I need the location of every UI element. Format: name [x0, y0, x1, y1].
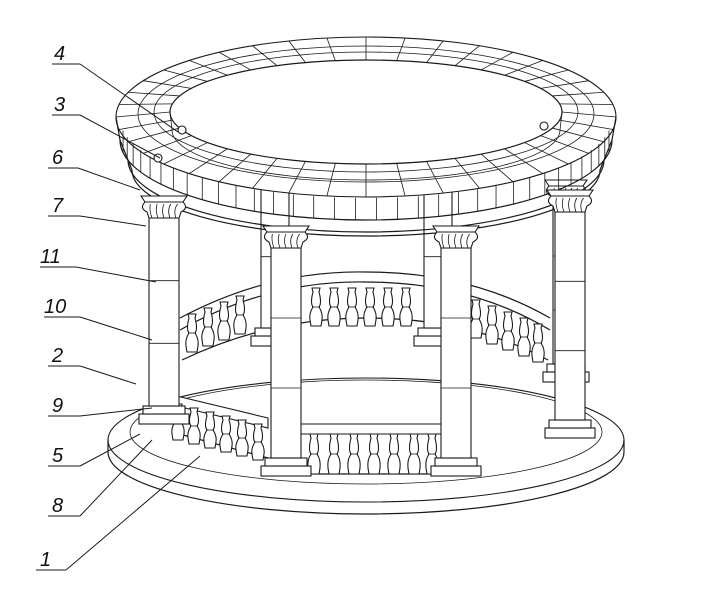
ring-joint [189, 148, 228, 174]
callout-1: 1 [40, 549, 51, 571]
baluster [407, 433, 421, 475]
ring-joint [480, 153, 514, 183]
column-front-center-left [260, 225, 312, 477]
ring-joint [128, 127, 180, 143]
ring-joint [540, 80, 589, 89]
ring-joint [288, 40, 306, 63]
ring-joint [396, 163, 406, 197]
callout-6: 6 [52, 147, 64, 169]
callout-8: 8 [52, 495, 63, 517]
bracket-boss [177, 125, 187, 135]
baluster [185, 313, 199, 353]
baluster [327, 287, 341, 327]
baluster [399, 287, 413, 327]
ring-joint [454, 45, 480, 66]
baluster [381, 287, 395, 327]
baluster [485, 305, 499, 345]
baluster [347, 433, 361, 475]
ring-joint [552, 91, 604, 97]
baluster [203, 411, 217, 449]
baluster [307, 433, 321, 475]
baluster [531, 323, 545, 363]
ring-joint [504, 60, 543, 76]
base-platform [107, 377, 625, 515]
callout-2: 2 [51, 345, 63, 367]
column-capital [431, 225, 481, 249]
ring-joint [454, 158, 480, 189]
ring-joint [218, 153, 252, 183]
ring-joint [426, 161, 444, 194]
baluster [201, 307, 215, 347]
ring-joint [115, 111, 171, 118]
baluster [345, 287, 359, 327]
ring-joint [524, 69, 569, 82]
ring-joint [504, 148, 543, 174]
baluster [501, 311, 515, 351]
ring-joint [143, 135, 192, 154]
baluster [219, 415, 233, 453]
ring-joint [189, 60, 228, 76]
ring-joint [119, 103, 173, 105]
baluster [469, 299, 483, 339]
column-capital [139, 195, 189, 219]
back-balustrade [179, 271, 551, 363]
callout-9: 9 [52, 395, 63, 417]
ring-joint [252, 45, 278, 66]
column-capital [261, 225, 311, 249]
column-front-center-right [430, 225, 482, 477]
ring-joint [128, 91, 180, 97]
baluster [233, 295, 247, 335]
ring-joint [540, 135, 589, 154]
callouts: 4 3 6 7 11 10 2 9 5 8 [36, 43, 201, 571]
ring-joint [552, 127, 604, 143]
ring-joint [252, 158, 278, 189]
baluster [327, 433, 341, 475]
callout-4: 4 [54, 43, 65, 65]
column-front-left [138, 195, 190, 425]
ring-joint [163, 69, 208, 82]
baluster [187, 407, 201, 445]
column-capital [545, 189, 595, 213]
baluster [309, 287, 323, 327]
ring-joint [288, 161, 306, 194]
entablature-ring [115, 36, 617, 237]
baluster [367, 433, 381, 475]
column-front-right [544, 189, 596, 439]
ring-joint [559, 103, 613, 105]
ring-joint [163, 142, 208, 165]
bracket-boss [539, 121, 549, 131]
ring-joint [524, 142, 569, 165]
callout-10: 10 [44, 296, 66, 318]
ring-joint [326, 37, 336, 61]
ring-joint [326, 163, 336, 197]
baluster [251, 423, 265, 461]
baluster [217, 301, 231, 341]
ring-joint [559, 119, 613, 130]
ring-joint [561, 111, 617, 118]
ring-joint [143, 80, 192, 89]
baluster [235, 419, 249, 457]
ring-joint [396, 37, 406, 61]
callout-11: 11 [40, 246, 61, 268]
baluster [363, 287, 377, 327]
baluster [517, 317, 531, 357]
callout-7: 7 [52, 195, 64, 217]
ring-joint [218, 51, 251, 71]
baluster [387, 433, 401, 475]
ring-joint [481, 51, 514, 71]
ring-joint [426, 40, 444, 63]
callout-3: 3 [54, 94, 65, 116]
front-columns [138, 189, 596, 477]
callout-5: 5 [52, 445, 64, 467]
